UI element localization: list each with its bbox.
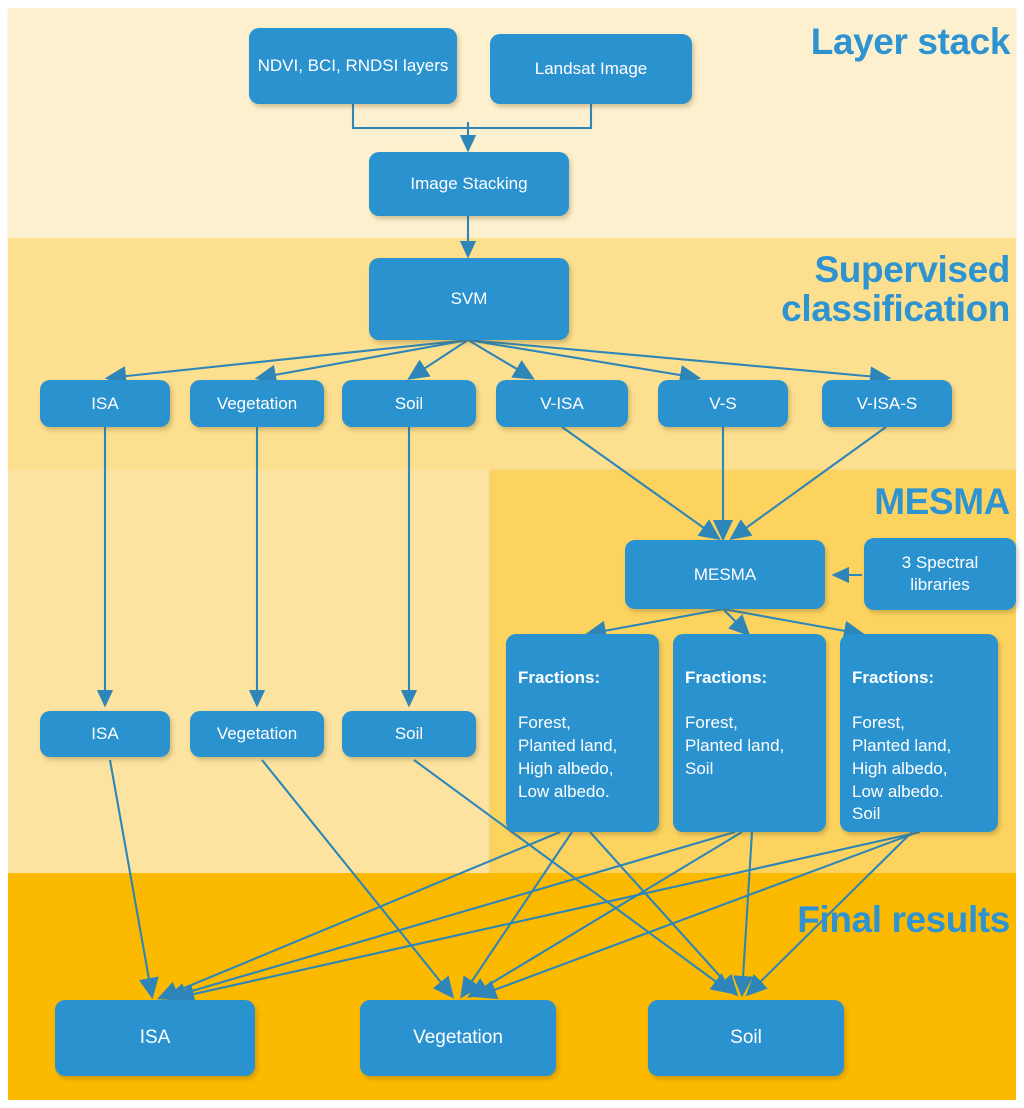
node-3-spectral-libraries[interactable]: 3 Spectral libraries	[864, 538, 1016, 610]
section-title-layer-stack: Layer stack	[810, 21, 1011, 62]
node-class-vegetation[interactable]: Vegetation	[190, 380, 324, 427]
node-final-vegetation[interactable]: Vegetation	[360, 1000, 556, 1076]
node-fractions-2[interactable]: Fractions: Forest, Planted land, Soil	[673, 634, 826, 832]
node-image-stacking[interactable]: Image Stacking	[369, 152, 569, 216]
fractions-3-heading: Fractions:	[852, 667, 935, 687]
node-mid-vegetation[interactable]: Vegetation	[190, 711, 324, 757]
node-class-v-isa[interactable]: V-ISA	[496, 380, 628, 427]
node-class-v-s[interactable]: V-S	[658, 380, 788, 427]
node-landsat-image[interactable]: Landsat Image	[490, 34, 692, 104]
fractions-3-items: Forest, Planted land, High albedo, Low a…	[852, 713, 952, 824]
fractions-2-heading: Fractions:	[685, 667, 768, 687]
node-svm[interactable]: SVM	[369, 258, 569, 340]
node-mid-soil[interactable]: Soil	[342, 711, 476, 757]
node-final-soil[interactable]: Soil	[648, 1000, 844, 1076]
fractions-1-heading: Fractions:	[518, 667, 601, 687]
node-class-soil[interactable]: Soil	[342, 380, 476, 427]
node-class-v-isa-s[interactable]: V-ISA-S	[822, 380, 952, 427]
section-title-mesma: MESMA	[874, 481, 1010, 522]
node-fractions-3[interactable]: Fractions: Forest, Planted land, High al…	[840, 634, 998, 832]
node-mesma[interactable]: MESMA	[625, 540, 825, 609]
fractions-2-items: Forest, Planted land, Soil	[685, 713, 785, 778]
node-class-isa[interactable]: ISA	[40, 380, 170, 427]
node-fractions-1[interactable]: Fractions: Forest, Planted land, High al…	[506, 634, 659, 832]
node-final-isa[interactable]: ISA	[55, 1000, 255, 1076]
section-title-supervised-classification: Supervised classification	[781, 249, 1010, 330]
fractions-1-items: Forest, Planted land, High albedo, Low a…	[518, 713, 618, 801]
node-ndvi-bci-rndsi-layers[interactable]: NDVI, BCI, RNDSI layers	[249, 28, 457, 104]
section-title-final-results: Final results	[797, 899, 1010, 940]
node-mid-isa[interactable]: ISA	[40, 711, 170, 757]
